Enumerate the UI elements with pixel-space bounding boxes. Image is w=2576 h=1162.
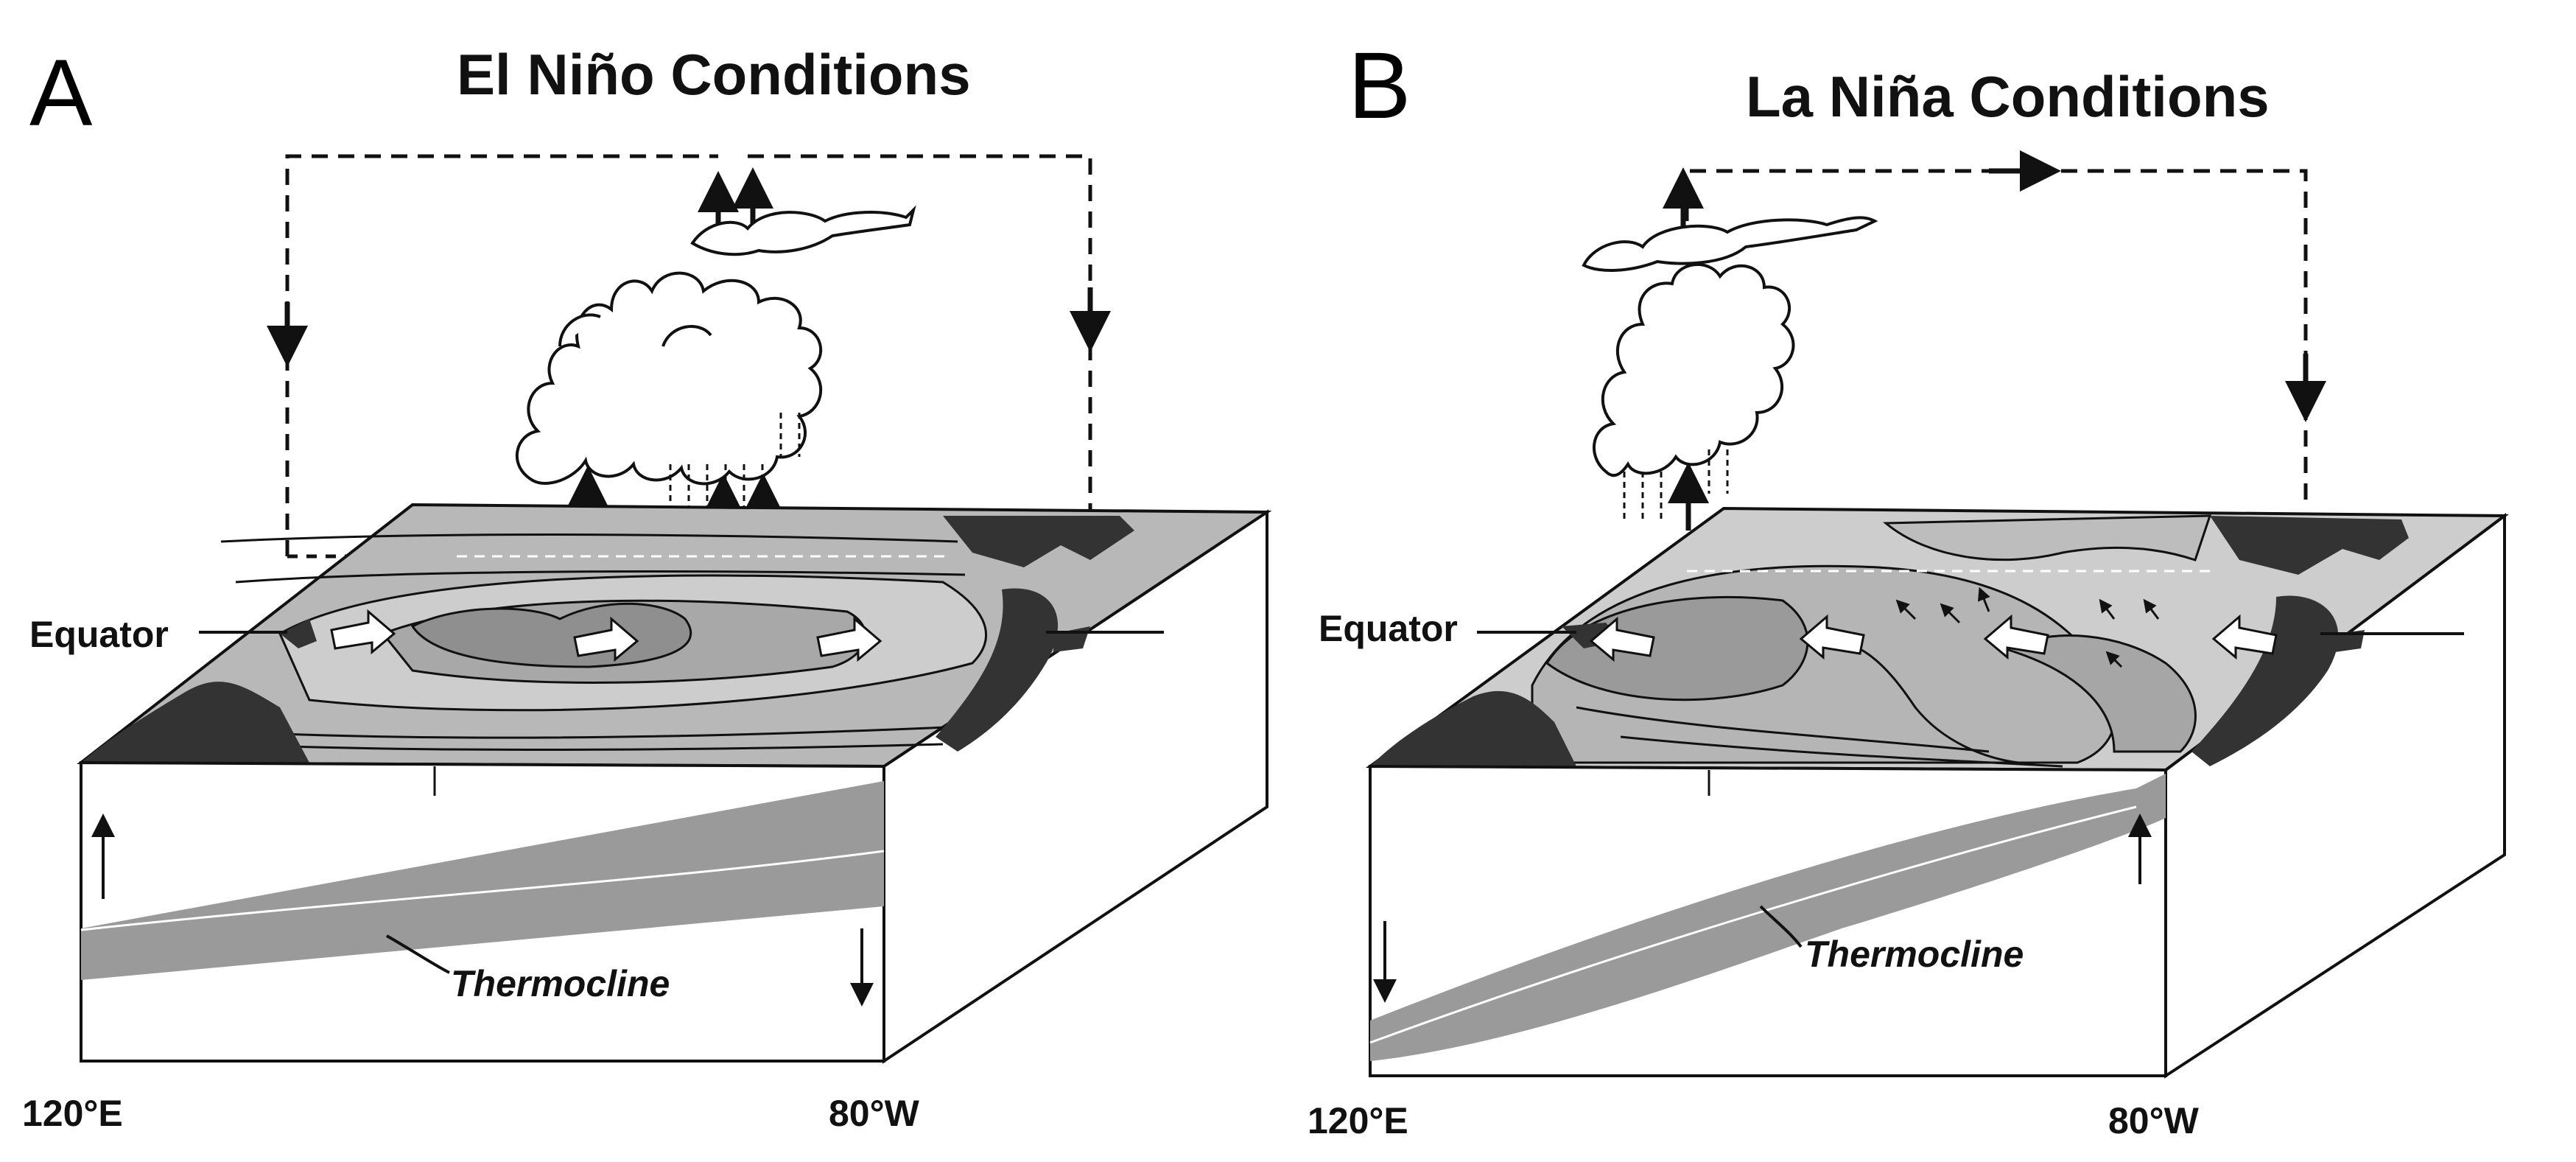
panel-a-letter: A bbox=[29, 41, 93, 146]
thermocline-band-b bbox=[1370, 774, 2166, 1061]
cloud-a bbox=[516, 205, 916, 486]
cloud-b bbox=[1582, 216, 1878, 477]
thermocline-label-a: Thermocline bbox=[451, 963, 670, 1004]
panel-a-title: El Niño Conditions bbox=[457, 42, 971, 107]
panel-a: A El Niño Conditions bbox=[22, 41, 1272, 1134]
land-west-b bbox=[1370, 690, 1576, 766]
panel-b-letter: B bbox=[1348, 33, 1411, 139]
thermocline-band-a bbox=[81, 781, 884, 980]
lon-left-label-b: 120°E bbox=[1308, 1100, 1408, 1141]
ocean-box-a bbox=[77, 503, 1272, 1064]
lon-left-label-a: 120°E bbox=[22, 1093, 123, 1134]
surface-currents-a bbox=[330, 609, 882, 662]
lon-right-label-a: 80°W bbox=[829, 1093, 920, 1134]
equator-label-b: Equator bbox=[1319, 608, 1458, 649]
surface-currents-b bbox=[1589, 614, 2278, 662]
ocean-box-b bbox=[1365, 506, 2509, 1079]
land-east-b bbox=[2210, 516, 2409, 575]
land-east-a bbox=[943, 516, 1134, 567]
panel-b: B La Niña Conditions bbox=[1308, 33, 2509, 1141]
thermocline-label-b: Thermocline bbox=[1805, 934, 2024, 975]
lon-right-label-b: 80°W bbox=[2108, 1100, 2200, 1141]
panel-b-title: La Niña Conditions bbox=[1746, 64, 2270, 129]
rain-b bbox=[1623, 449, 1729, 523]
rain-a bbox=[669, 413, 801, 508]
equator-label-a: Equator bbox=[29, 614, 169, 655]
land-west-a bbox=[81, 682, 309, 763]
